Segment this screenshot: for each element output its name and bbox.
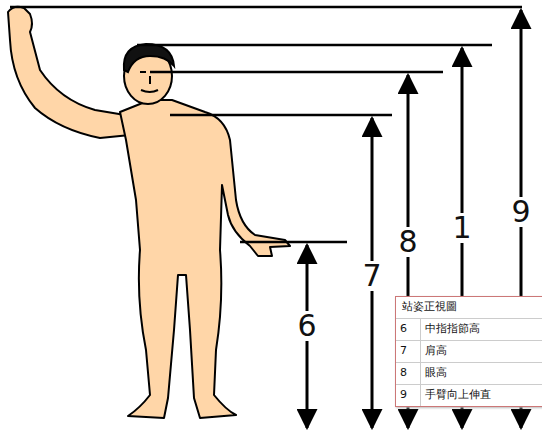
callout-number: 6: [295, 311, 318, 341]
callout-number: 7: [360, 261, 383, 291]
table-cell: 8: [396, 363, 421, 384]
table-row: 站姿正視圖: [396, 297, 542, 318]
table-cell: 肩高: [421, 341, 451, 362]
callout-number: 9: [509, 197, 532, 227]
table-cell: 手臂向上伸直: [421, 385, 495, 406]
table-row: 8眼高: [396, 362, 542, 384]
legend-table: 站姿正視圖6中指指節高7肩高8眼高9手臂向上伸直: [395, 296, 542, 407]
table-cell: 6: [396, 319, 421, 340]
table-row: 9手臂向上伸直: [396, 384, 542, 406]
table-cell: 9: [396, 385, 421, 406]
table-header: 站姿正視圖: [396, 297, 463, 318]
callout-number: 1: [450, 213, 473, 243]
table-row: 7肩高: [396, 340, 542, 362]
table-cell: 中指指節高: [421, 319, 484, 340]
table-cell: 7: [396, 341, 421, 362]
table-row: 6中指指節高: [396, 318, 542, 340]
callout-number: 8: [396, 227, 419, 257]
table-cell: 眼高: [421, 363, 451, 384]
